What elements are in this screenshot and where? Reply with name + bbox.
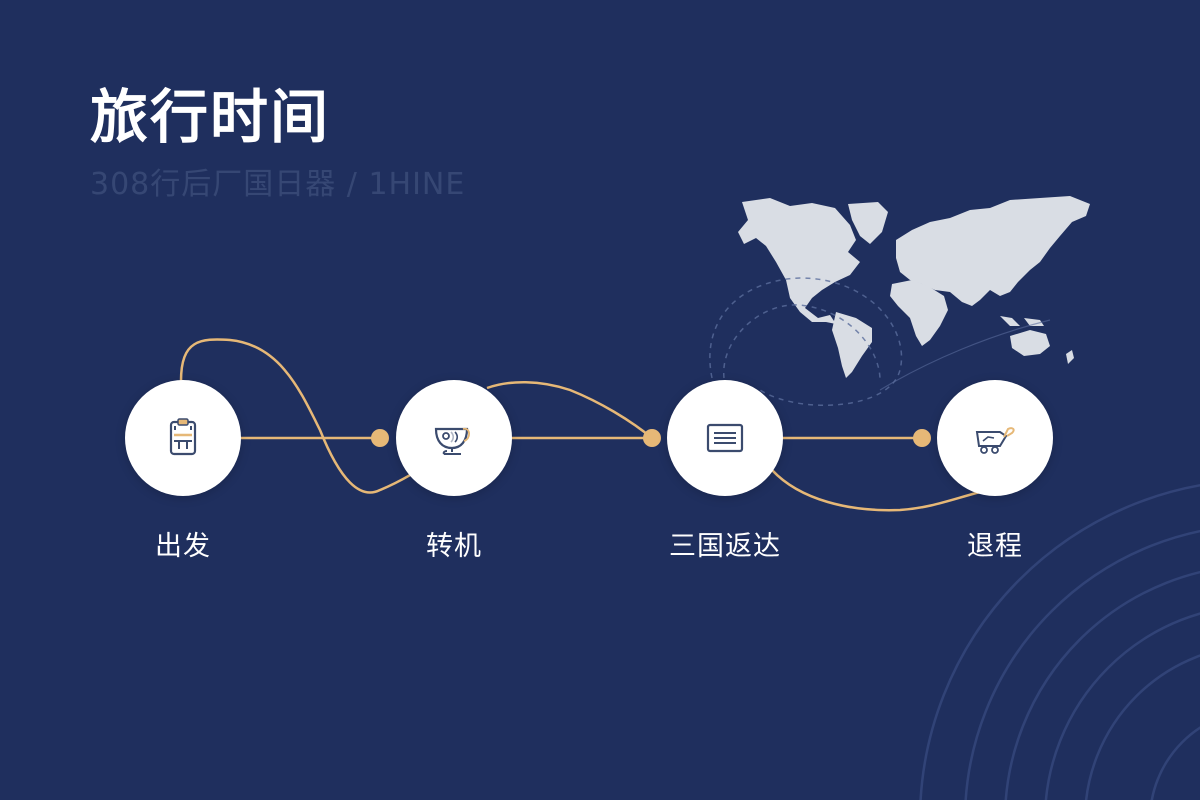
clipboard-icon	[169, 418, 197, 456]
page-subtitle: 308行后厂国日器 / 1HINE	[90, 167, 466, 202]
cart-icon	[975, 427, 1015, 454]
timeline-dot	[913, 429, 931, 447]
step-return[interactable]	[937, 380, 1053, 496]
step-label-transfer: 转机	[426, 531, 482, 562]
step-transfer[interactable]	[396, 380, 512, 496]
step-label-departure: 出发	[155, 531, 211, 562]
step-arrival[interactable]	[667, 380, 783, 496]
step-label-arrival: 三国返达	[669, 531, 781, 562]
teacup-icon	[434, 427, 471, 455]
document-icon	[706, 423, 744, 453]
page-title: 旅行时间	[90, 83, 331, 151]
step-departure[interactable]	[125, 380, 241, 496]
step-label-return: 退程	[967, 531, 1023, 562]
timeline-dot	[643, 429, 661, 447]
timeline-dot	[371, 429, 389, 447]
